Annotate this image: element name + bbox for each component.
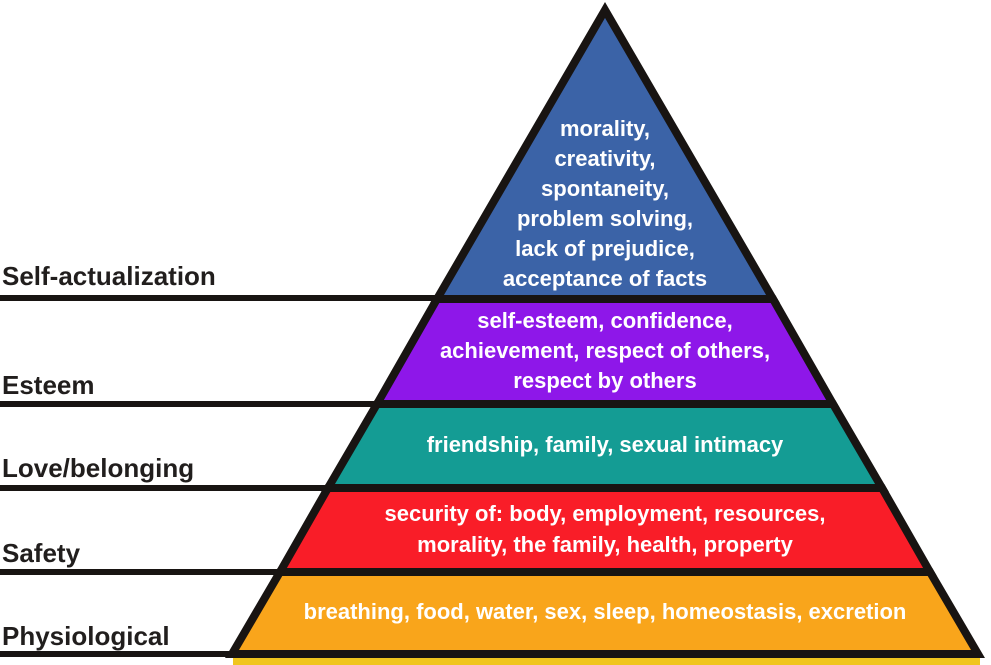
level-text-physiological: breathing, food, water, sex, sleep, home… [303, 599, 907, 624]
level-text-safety: security of: body, employment, resources… [384, 500, 826, 557]
level-text-esteem: self-esteem, confidence, achievement, re… [439, 308, 771, 393]
side-label-esteem: Esteem [2, 370, 95, 400]
label-line-love-belonging [0, 485, 332, 491]
pyramid-level-physiological-shape [225, 568, 985, 658]
level-text-self-actualization: morality, creativity, spontaneity, probl… [502, 116, 708, 291]
label-line-safety [0, 569, 284, 575]
side-label-self-actualization: Self-actualization [2, 261, 216, 291]
label-line-esteem [0, 401, 381, 407]
label-line-self-actualization [0, 295, 441, 301]
level-text-love-belonging: friendship, family, sexual intimacy [426, 432, 784, 457]
side-label-love-belonging: Love/belonging [2, 453, 195, 483]
label-line-physiological [0, 651, 236, 657]
pyramid-base-strip [233, 658, 980, 665]
side-label-safety: Safety [2, 538, 81, 568]
side-label-physiological: Physiological [2, 621, 170, 651]
